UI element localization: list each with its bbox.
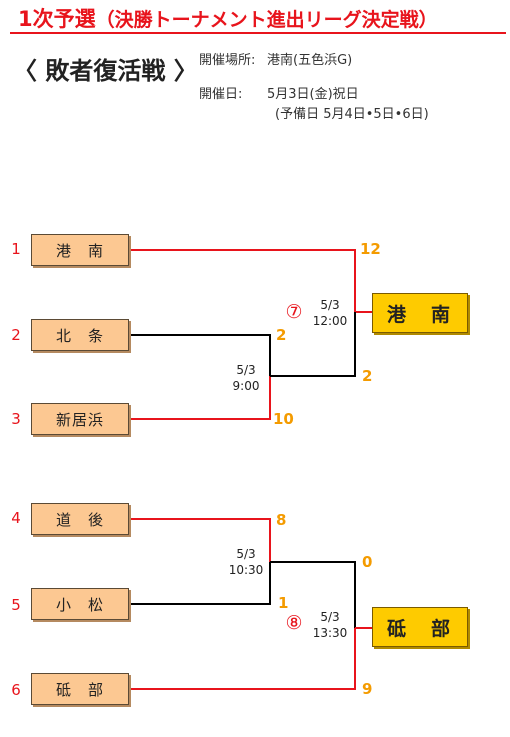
venue-label: 開催場所:	[199, 53, 256, 68]
seed-number: 6	[11, 681, 21, 699]
game-schedule: 5/3 10:30	[224, 546, 268, 578]
game-number: ⑦	[285, 301, 303, 323]
score: 2	[362, 367, 373, 385]
seed-number: 3	[11, 410, 21, 428]
seed-number: 2	[11, 326, 21, 344]
game-time: 13:30	[312, 626, 348, 640]
team-name: 小 松	[55, 595, 104, 614]
line-hojo	[129, 334, 271, 376]
seed-number: 4	[11, 509, 21, 527]
team-name: 港 南	[55, 241, 104, 260]
bracket-subtitle: 〈 敗者復活戦 〉	[13, 57, 198, 85]
date-value: 5月3日(金)祝日	[267, 87, 359, 102]
game-time: 9:00	[232, 379, 260, 393]
date-label: 開催日:	[199, 87, 243, 102]
winner-name: 港 南	[386, 303, 453, 326]
game-time: 10:30	[228, 563, 264, 577]
game-date: 5/3	[236, 363, 256, 377]
team-box: 北 条	[31, 319, 129, 351]
game-schedule: 5/3 13:30	[308, 609, 352, 641]
score: 9	[362, 680, 373, 698]
team-box: 港 南	[31, 234, 129, 266]
team-box: 砥 部	[31, 673, 129, 705]
team-name: 北 条	[55, 326, 104, 345]
line-konan-r1	[129, 249, 356, 296]
page-title: 1次予選（決勝トーナメント進出リーグ決定戦）	[18, 3, 438, 33]
game-schedule: 5/3 9:00	[224, 362, 268, 394]
winner-box: 港 南	[372, 293, 468, 333]
team-name: 道 後	[55, 510, 104, 529]
team-box: 道 後	[31, 503, 129, 535]
seed-number: 5	[11, 596, 21, 614]
line-konan-final	[354, 296, 373, 313]
game-date: 5/3	[320, 298, 340, 312]
title-underline	[10, 32, 506, 34]
venue-value: 港南(五色浜G)	[267, 53, 353, 68]
team-box: 新居浜	[31, 403, 129, 435]
team-name: 新居浜	[55, 410, 104, 429]
line-tobe-r1	[129, 628, 356, 690]
line-g1-winner	[270, 312, 356, 377]
title-sub: （決勝トーナメント進出リーグ決定戦）	[95, 9, 438, 31]
game-date: 5/3	[236, 547, 256, 561]
score: 2	[276, 326, 287, 344]
score: 12	[360, 240, 381, 258]
score: 10	[273, 410, 294, 428]
team-box: 小 松	[31, 588, 129, 620]
game-schedule: 5/3 12:00	[308, 297, 352, 329]
reserve-dates: (予備日 5月4日•5日•6日)	[275, 107, 429, 122]
score: 8	[276, 511, 287, 529]
game-time: 12:00	[312, 314, 348, 328]
line-niihama	[129, 376, 271, 420]
winner-name: 砥 部	[386, 617, 453, 640]
title-main: 1次予選	[18, 7, 96, 31]
score: 1	[278, 594, 289, 612]
line-dogo	[129, 518, 271, 562]
line-komatsu	[129, 562, 271, 605]
score: 0	[362, 553, 373, 571]
team-name: 砥 部	[55, 680, 104, 699]
seed-number: 1	[11, 240, 21, 258]
game-date: 5/3	[320, 610, 340, 624]
winner-box: 砥 部	[372, 607, 468, 647]
game-number: ⑧	[285, 612, 303, 634]
line-g2-winner	[270, 561, 356, 628]
